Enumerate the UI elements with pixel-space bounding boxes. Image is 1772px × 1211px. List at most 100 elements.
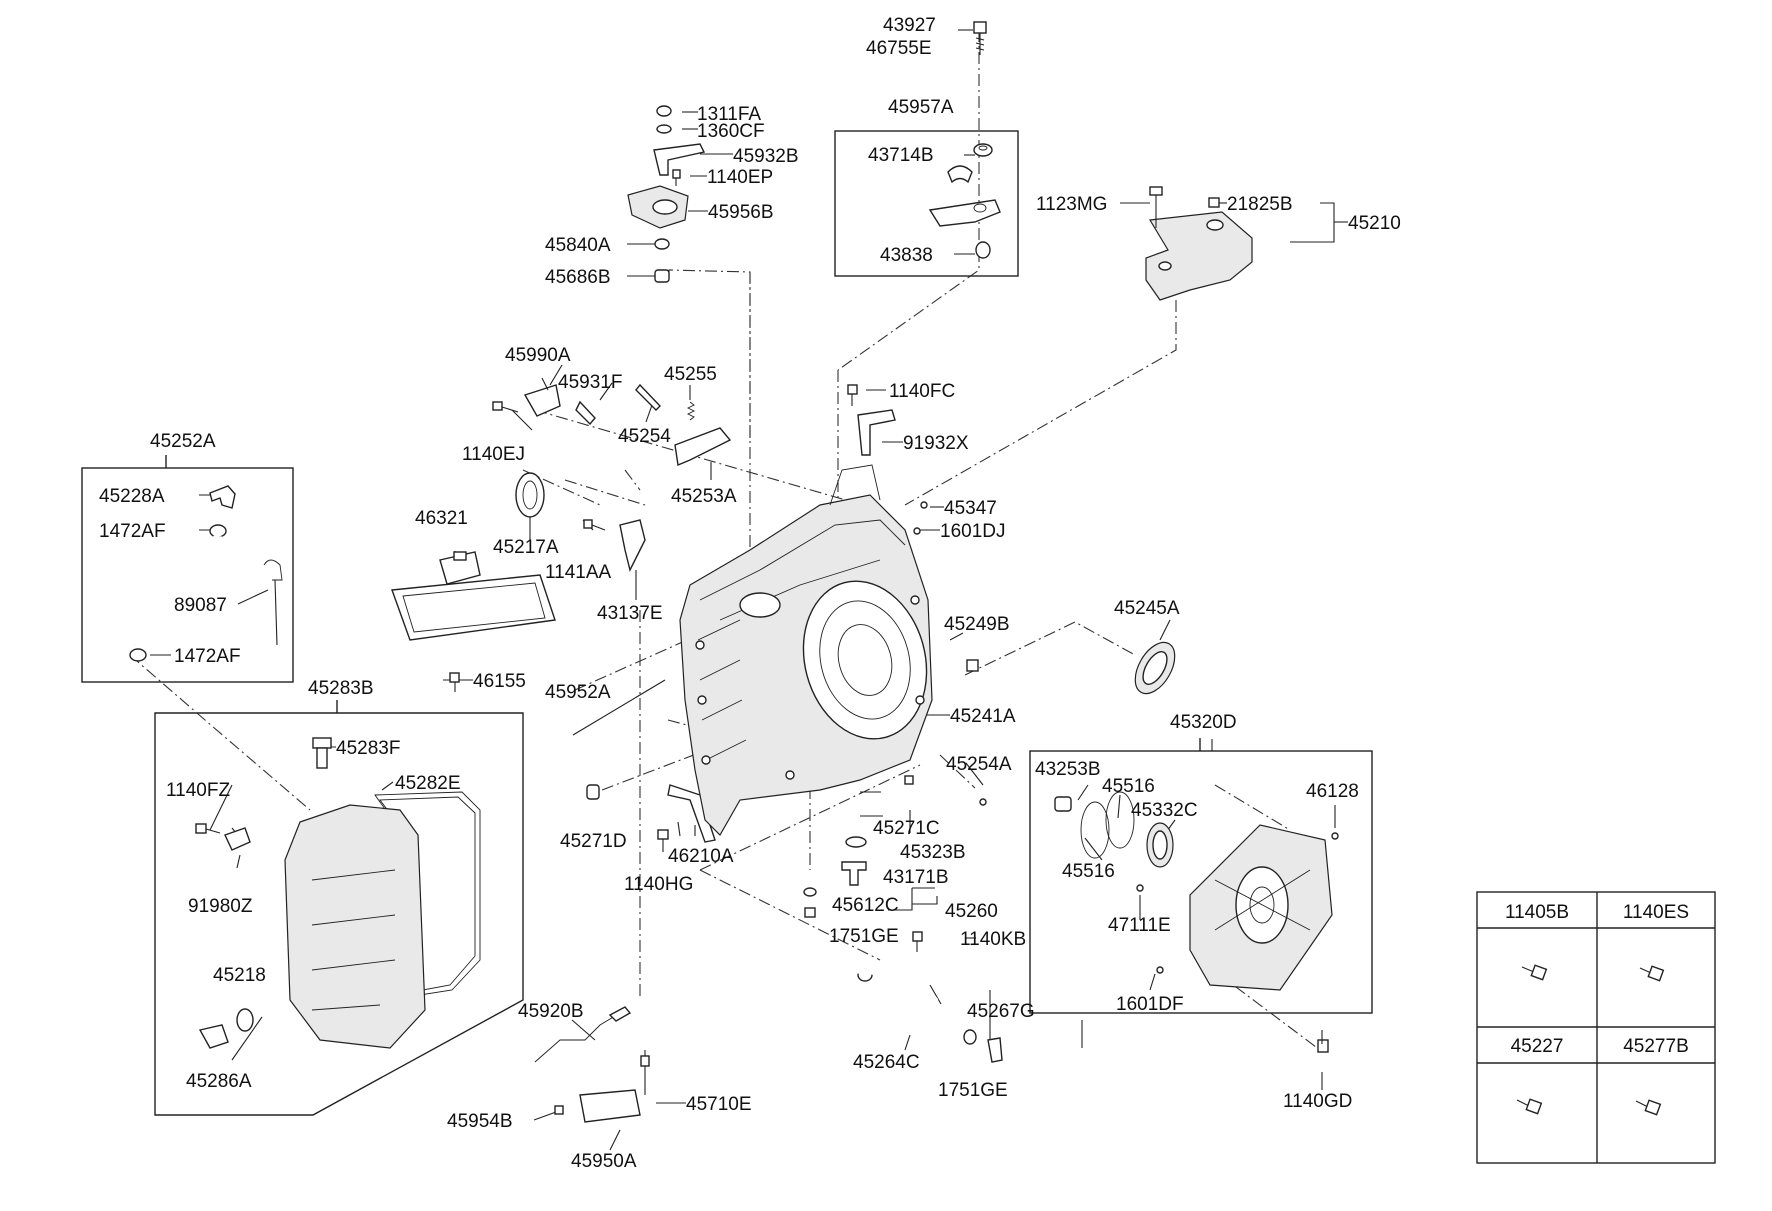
pin-45271c-icon — [904, 775, 914, 785]
clamp-1472af-top-icon — [209, 524, 227, 538]
part-label: 45217A — [493, 537, 559, 558]
part-labels: 43927 46755E 45957A 43714B 43838 1311FA … — [99, 15, 1401, 1172]
part-label: 46210A — [668, 846, 734, 867]
part-label: 1751GE — [829, 926, 899, 947]
group-box-45957a — [834, 130, 1019, 277]
pin-45254a-icon — [979, 798, 987, 806]
part-label: 45255 — [664, 364, 717, 385]
bolt-1140ep-icon — [672, 169, 681, 186]
cable-45920b-icon — [534, 1006, 632, 1063]
assembly-reference-lines — [129, 30, 1321, 1051]
part-label: 1140GD — [1283, 1091, 1352, 1112]
bolt-1140hg-icon — [657, 829, 669, 852]
bushing-45271d-icon — [586, 784, 600, 800]
bracket-91932x-icon — [857, 409, 896, 456]
part-label: 46321 — [415, 508, 468, 529]
oil-seal-45245a-icon — [1134, 641, 1176, 695]
part-label: 45210 — [1348, 213, 1401, 234]
guide-43137e-icon — [619, 519, 646, 573]
part-label: 1140EP — [707, 167, 773, 188]
fastener-table: 11405B 1140ES 45227 45277B — [1476, 891, 1716, 1164]
part-label: 45228A — [99, 486, 165, 507]
part-label: 45253A — [671, 486, 737, 507]
washer-1360cf-icon — [656, 124, 672, 134]
pin-46128-icon — [1331, 832, 1339, 840]
pin-1601df-icon — [1156, 966, 1164, 974]
part-label: 45516 — [1102, 776, 1155, 797]
fastener-header-2: 1140ES — [1623, 902, 1689, 923]
small-parts — [123, 21, 1339, 1123]
bolt-1140kb-icon — [912, 931, 923, 952]
part-label: 45323B — [900, 842, 966, 863]
bushing-45686b-icon — [654, 269, 670, 283]
spring-45255-icon — [686, 401, 696, 421]
washer-43714b-icon — [973, 143, 993, 157]
part-label: 1360CF — [697, 121, 765, 142]
bolt-1123mg-icon — [1149, 186, 1163, 228]
breather-hose-icon — [123, 535, 223, 648]
part-label: 43714B — [868, 145, 934, 166]
part-label: 45686B — [545, 267, 611, 288]
part-label: 45347 — [944, 498, 997, 519]
clamp-1751ge-bottom-icon — [963, 1029, 977, 1045]
bolt-45227-icon — [1516, 1098, 1543, 1115]
part-label: 45956B — [708, 202, 774, 223]
pin-47111e-icon — [1136, 884, 1144, 892]
part-label: 1141AA — [545, 562, 612, 583]
part-label: 43253B — [1035, 759, 1101, 780]
part-label: 45252A — [150, 431, 216, 452]
plug-45347-icon — [920, 501, 928, 509]
part-label: 45950A — [571, 1151, 637, 1172]
part-label: 91932X — [903, 433, 969, 454]
part-label: 45245A — [1114, 598, 1180, 619]
part-label: 1472AF — [99, 521, 166, 542]
fastener-header-4: 45277B — [1623, 1036, 1689, 1057]
pin-45931f-icon — [575, 400, 596, 426]
oil-pipe-45264c-icon — [849, 967, 939, 1036]
part-label: 1601DF — [1116, 994, 1184, 1015]
bolt-46155-icon — [449, 672, 460, 692]
nut-21825b-icon — [1208, 197, 1220, 208]
part-label: 45954B — [447, 1111, 513, 1132]
group-box-45320d — [1029, 750, 1373, 1014]
part-label: 21825B — [1227, 194, 1293, 215]
shaft-45254-icon — [635, 383, 661, 411]
part-label: 46155 — [473, 671, 526, 692]
pin-45710e-icon — [640, 1050, 650, 1095]
bolt-11405b-icon — [1521, 964, 1548, 981]
oil-pan-45283b-icon — [284, 804, 426, 1049]
part-label: 89087 — [174, 595, 227, 616]
part-label: 45710E — [686, 1094, 752, 1115]
bearing-43253b-icon — [1054, 796, 1072, 812]
part-label: 45920B — [518, 1001, 584, 1022]
part-label: 45271C — [873, 818, 940, 839]
bolt-43927-icon — [973, 21, 987, 55]
bolt-1140gd-icon — [1317, 1030, 1329, 1053]
clip-icon — [947, 165, 973, 184]
oring-45516-b-icon — [1105, 791, 1135, 849]
fastener-header-1: 11405B — [1505, 902, 1569, 923]
part-label: 1140FC — [889, 381, 955, 402]
strainer-45267g-icon — [987, 1037, 1003, 1063]
part-label: 45320D — [1170, 712, 1237, 733]
pin-1601dj-icon — [913, 527, 921, 535]
part-label: 45264C — [853, 1052, 920, 1073]
plug-43171b-icon — [841, 861, 867, 886]
part-label: 45286A — [186, 1071, 252, 1092]
part-label: 45957A — [888, 97, 954, 118]
fastener-header-3: 45227 — [1511, 1036, 1564, 1057]
part-label: 45952A — [545, 682, 611, 703]
bolt-45954b-icon — [554, 1105, 564, 1115]
bolt-1140fc-icon — [847, 384, 858, 406]
part-label: 45332C — [1131, 800, 1198, 821]
part-label: 45516 — [1062, 861, 1115, 882]
transmission-case-45241a-icon — [679, 464, 933, 836]
washer-45323b-icon — [845, 836, 867, 848]
lever-45253a-icon — [674, 427, 732, 466]
drain-plug-45283f-icon — [312, 737, 332, 769]
plug-45249b-icon — [966, 659, 979, 672]
part-label: 1123MG — [1036, 194, 1107, 215]
part-label: 45612C — [832, 895, 899, 916]
part-label: 45241A — [950, 706, 1016, 727]
